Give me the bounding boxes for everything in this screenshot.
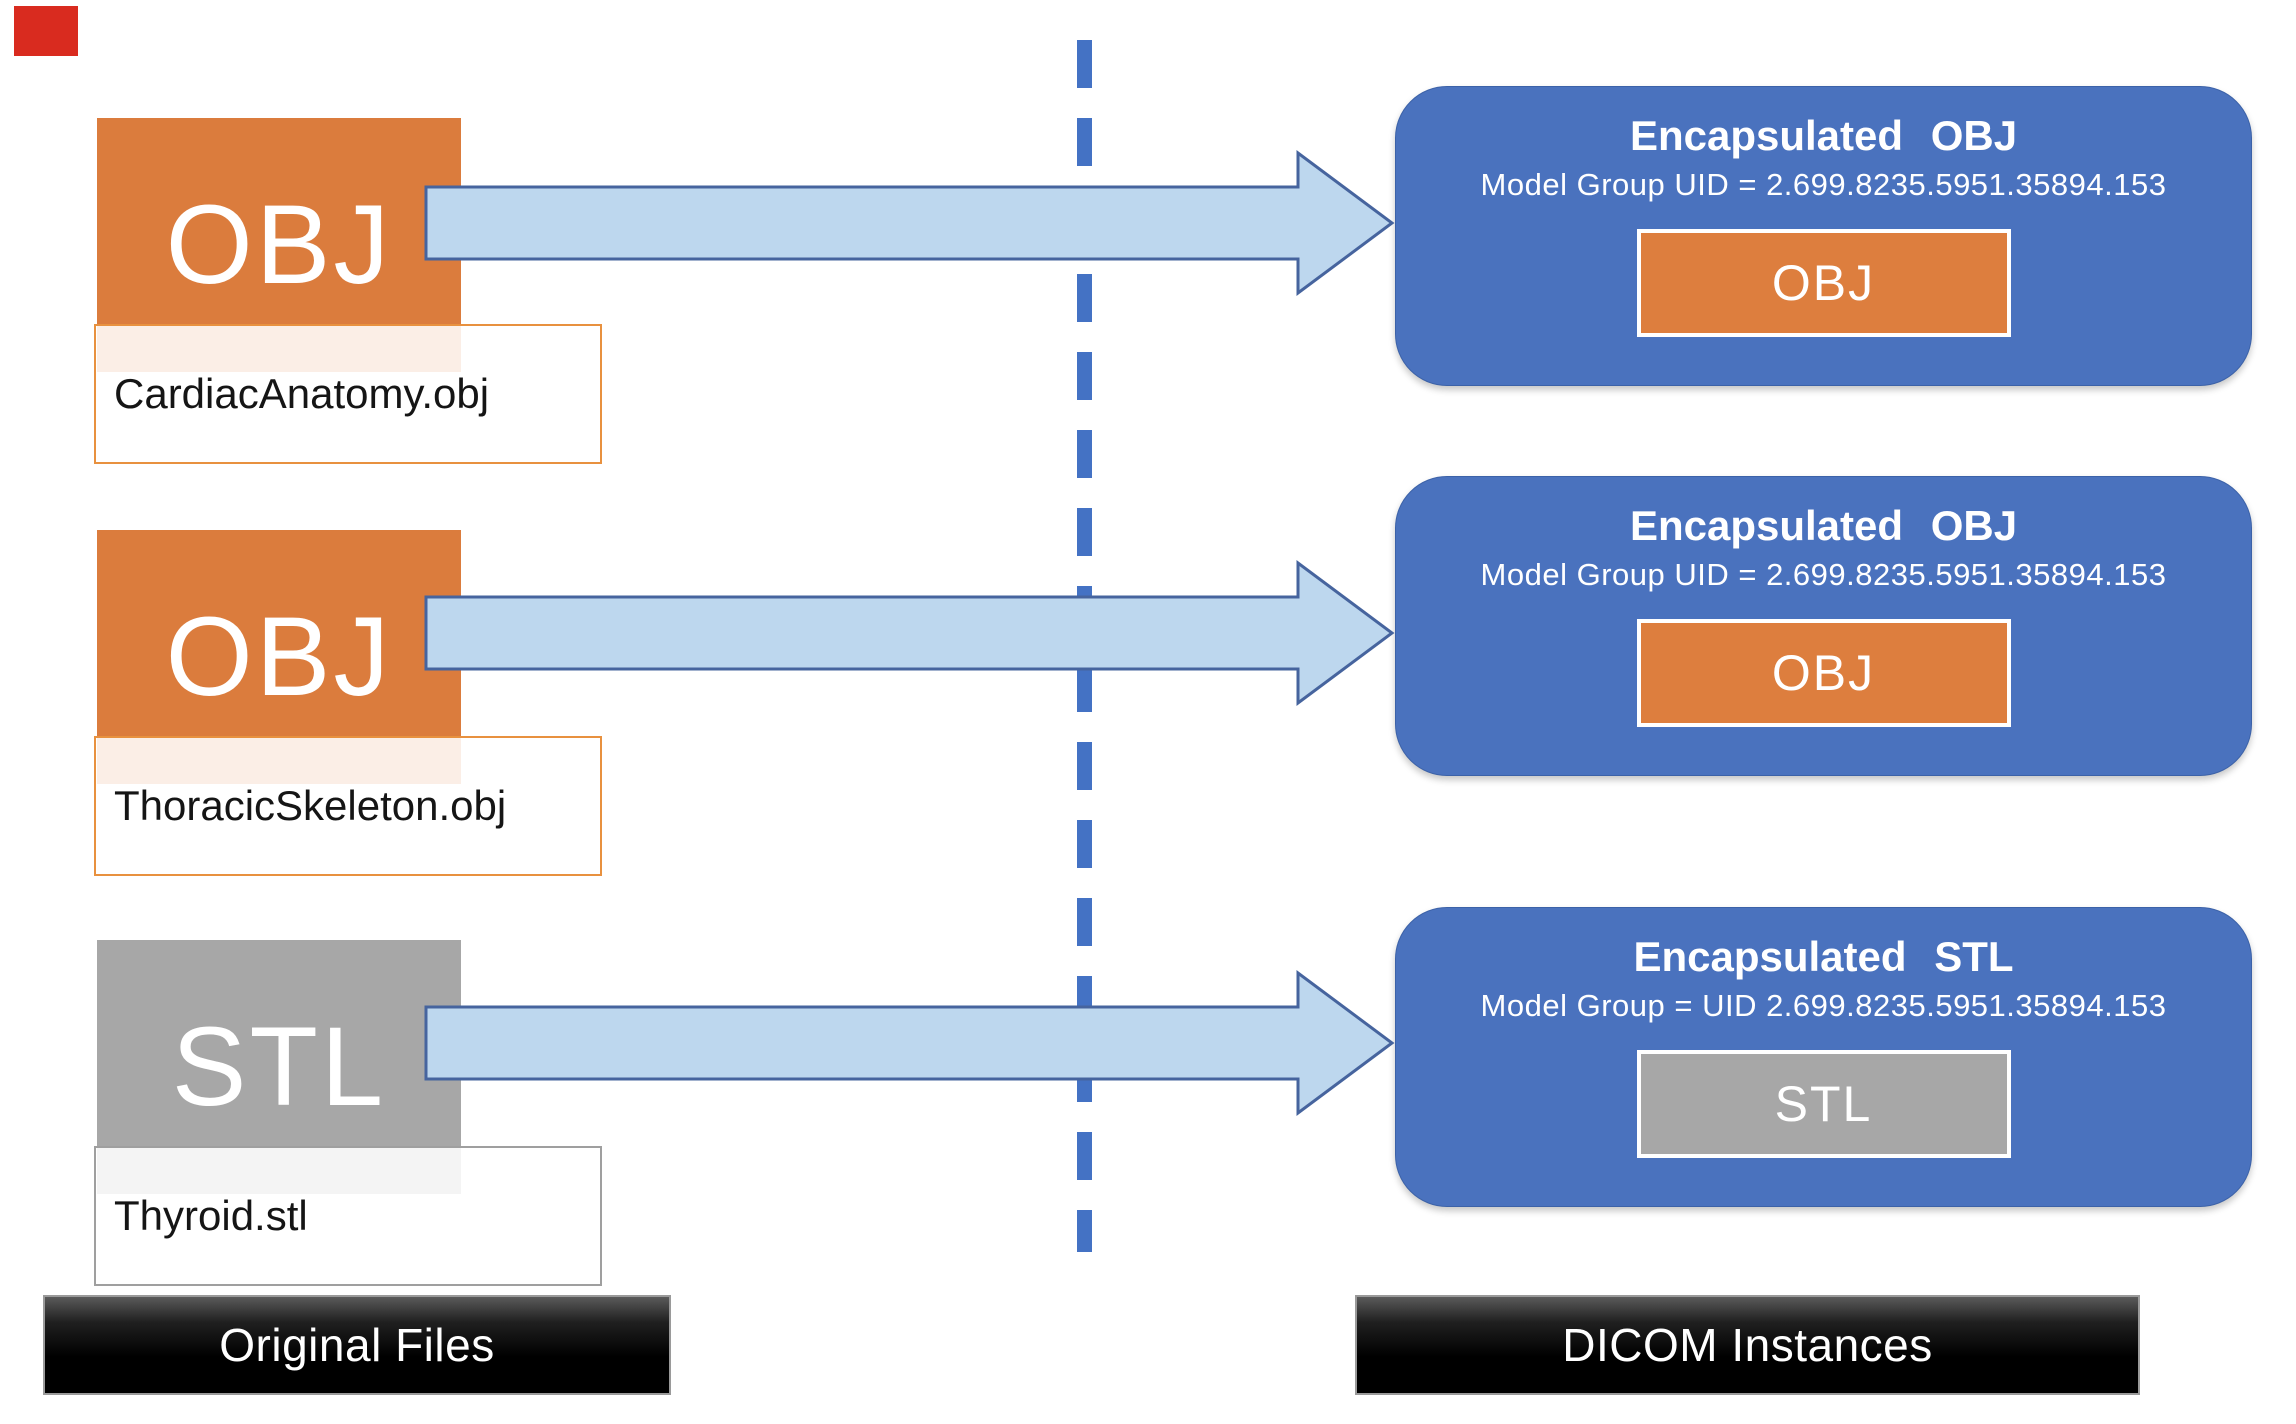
file-name-box-3: Thyroid.stl (94, 1146, 602, 1286)
original-files-banner: Original Files (43, 1295, 671, 1395)
dicom-card-3: Encapsulated STL Model Group = UID 2.699… (1395, 907, 2252, 1207)
encapsulated-stl-chip: STL (1636, 1050, 2011, 1159)
card-uid-text: Model Group UID = 2.699.8235.5951.35894.… (1480, 167, 2167, 203)
card-uid-text: Model Group UID = 2.699.8235.5951.35894.… (1480, 557, 2167, 593)
file-name-text: CardiacAnatomy.obj (114, 370, 490, 417)
dicom-card-1: Encapsulated OBJ Model Group UID = 2.699… (1395, 86, 2252, 386)
card-title: Encapsulated OBJ (1629, 112, 2018, 159)
card-title: Encapsulated OBJ (1629, 502, 2018, 549)
encapsulated-obj-chip: OBJ (1636, 229, 2011, 338)
file-name-box-1: CardiacAnatomy.obj (94, 324, 602, 464)
banner-text: DICOM Instances (1562, 1319, 1933, 1371)
file-name-text: Thyroid.stl (114, 1192, 308, 1239)
card-uid-text: Model Group = UID 2.699.8235.5951.35894.… (1480, 988, 2167, 1024)
card-title: Encapsulated STL (1633, 933, 2014, 980)
file-name-box-2: ThoracicSkeleton.obj (94, 736, 602, 876)
conversion-arrow-3 (424, 970, 1395, 1116)
file-type-label: OBJ (165, 182, 393, 307)
red-corner-marker (14, 6, 78, 56)
dicom-card-2: Encapsulated OBJ Model Group UID = 2.699… (1395, 476, 2252, 776)
file-type-label: STL (171, 1004, 387, 1129)
chip-label: STL (1774, 1076, 1873, 1133)
dicom-instances-banner: DICOM Instances (1355, 1295, 2140, 1395)
conversion-arrow-2 (424, 560, 1395, 706)
chip-label: OBJ (1771, 255, 1876, 312)
file-type-label: OBJ (165, 594, 393, 719)
banner-text: Original Files (219, 1319, 495, 1371)
chip-label: OBJ (1771, 645, 1876, 702)
conversion-arrow-1 (424, 150, 1395, 296)
encapsulated-obj-chip: OBJ (1636, 619, 2011, 728)
file-name-text: ThoracicSkeleton.obj (114, 782, 507, 829)
